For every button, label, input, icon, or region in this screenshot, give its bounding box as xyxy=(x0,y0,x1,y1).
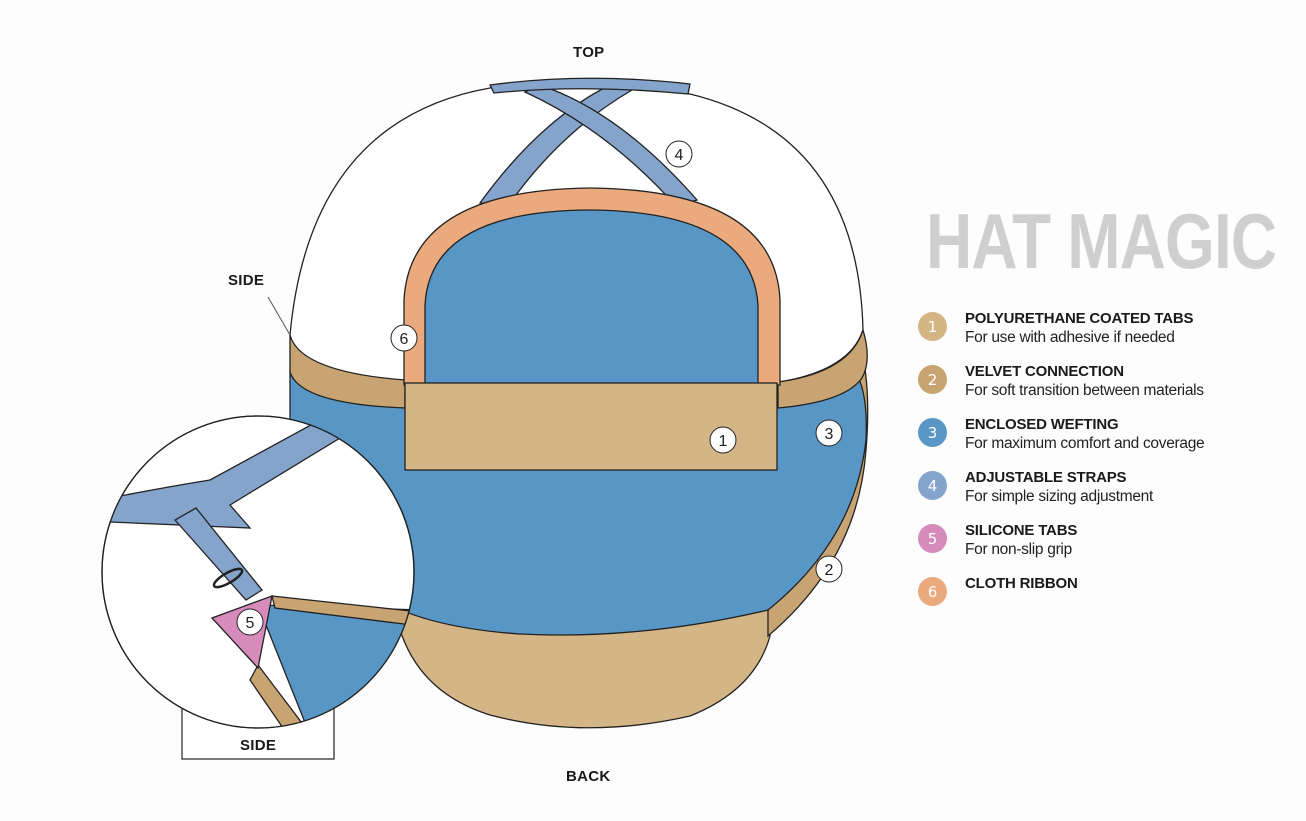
callout-2: 2 xyxy=(815,555,843,583)
callout-3: 3 xyxy=(815,419,843,447)
brand-title: HAT MAGIC xyxy=(926,197,1277,285)
legend-subtitle: For maximum comfort and coverage xyxy=(965,435,1205,452)
legend-subtitle: For soft transition between materials xyxy=(965,382,1204,399)
legend-title: ADJUSTABLE STRAPS xyxy=(965,469,1127,486)
top-label: TOP xyxy=(573,44,605,61)
svg-text:4: 4 xyxy=(675,147,684,164)
legend: 1 POLYURETHANE COATED TABS For use with ad… xyxy=(918,310,1303,621)
side-pointer-line xyxy=(267,296,291,336)
legend-title: SILICONE TABS xyxy=(965,522,1078,539)
legend-subtitle: For use with adhesive if needed xyxy=(965,329,1175,346)
side-label-main: SIDE xyxy=(228,272,265,289)
legend-number-badge: 6 xyxy=(918,577,947,606)
svg-text:5: 5 xyxy=(246,615,255,632)
legend-item: 6 CLOTH RIBBON xyxy=(918,575,1303,606)
svg-text:1: 1 xyxy=(719,433,728,450)
legend-text: ENCLOSED WEFTING For maximum comfort and … xyxy=(965,416,1205,454)
callout-1: 1 xyxy=(709,426,737,454)
legend-text: ADJUSTABLE STRAPS For simple sizing adjus… xyxy=(965,469,1153,507)
polyurethane-tab xyxy=(404,382,778,471)
legend-subtitle: For simple sizing adjustment xyxy=(965,488,1154,505)
svg-text:6: 6 xyxy=(400,331,409,348)
legend-item: 3 ENCLOSED WEFTING For maximum comfort and… xyxy=(918,416,1303,454)
legend-number-badge: 5 xyxy=(918,524,947,553)
strap-top xyxy=(489,77,691,95)
svg-text:3: 3 xyxy=(825,426,834,443)
legend-number-badge: 4 xyxy=(918,471,947,500)
back-panel xyxy=(394,609,771,729)
legend-text: POLYURETHANE COATED TABS For use with adh… xyxy=(965,310,1193,348)
legend-title: POLYURETHANE COATED TABS xyxy=(965,310,1194,327)
legend-item: 1 POLYURETHANE COATED TABS For use with ad… xyxy=(918,310,1303,348)
svg-text:2: 2 xyxy=(825,562,834,579)
side-label-inset: SIDE xyxy=(240,737,277,754)
velvet-right-top-band xyxy=(777,327,868,409)
legend-item: 2 VELVET CONNECTION For soft transition be… xyxy=(918,363,1303,401)
legend-number-badge: 1 xyxy=(918,312,947,341)
callout-6: 6 xyxy=(390,324,418,352)
legend-title: ENCLOSED WEFTING xyxy=(965,416,1119,433)
callout-5: 5 xyxy=(236,608,264,636)
legend-text: VELVET CONNECTION For soft transition bet… xyxy=(965,363,1204,401)
legend-text: SILICONE TABS For non-slip grip xyxy=(965,522,1077,560)
legend-subtitle: For non-slip grip xyxy=(965,541,1072,558)
back-label: BACK xyxy=(566,768,611,785)
legend-number-badge: 3 xyxy=(918,418,947,447)
legend-item: 5 SILICONE TABS For non-slip grip xyxy=(918,522,1303,560)
legend-number-badge: 2 xyxy=(918,365,947,394)
legend-title: VELVET CONNECTION xyxy=(965,363,1124,380)
inset-magnifier xyxy=(101,415,415,760)
mesh-window xyxy=(424,209,759,386)
legend-item: 4 ADJUSTABLE STRAPS For simple sizing adju… xyxy=(918,469,1303,507)
legend-title: CLOTH RIBBON xyxy=(965,575,1078,592)
legend-text: CLOTH RIBBON xyxy=(965,575,1078,593)
callout-4: 4 xyxy=(665,140,693,168)
